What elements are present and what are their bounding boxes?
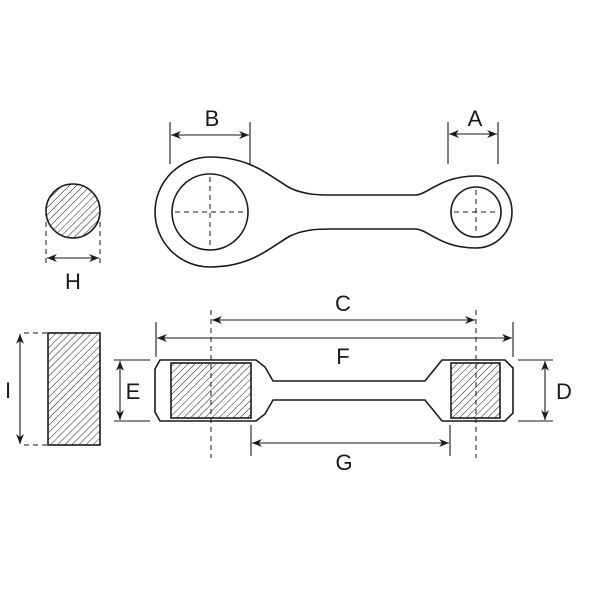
rod-outline: [154, 156, 513, 268]
label-a: A: [468, 106, 483, 131]
big-end-section: [170, 362, 252, 419]
small-end-section: [450, 362, 501, 419]
label-f: F: [336, 344, 349, 369]
rod-width-section: [47, 332, 101, 446]
dimension-b: B: [169, 106, 251, 164]
dimension-d: D: [518, 359, 572, 422]
dimension-e: E: [114, 359, 150, 422]
rod-side-outline: [154, 359, 514, 422]
label-b: B: [205, 106, 220, 131]
label-d: D: [556, 379, 572, 404]
label-c: C: [335, 291, 351, 316]
pin-cross-section: [45, 183, 101, 239]
big-end-bore: [171, 173, 249, 251]
dimension-c: C: [212, 291, 475, 324]
label-i: I: [5, 378, 11, 403]
rod-side-view: [154, 310, 514, 458]
label-e: E: [126, 379, 141, 404]
dimension-a: A: [447, 106, 499, 164]
label-g: G: [335, 450, 352, 475]
width-section-i: I: [5, 332, 101, 446]
pin-section-h: H: [45, 183, 101, 294]
small-end-bore: [450, 186, 502, 238]
rod-top-view: [154, 156, 513, 268]
dimension-g: G: [250, 425, 451, 475]
label-h: H: [65, 269, 81, 294]
dimension-f: F: [155, 322, 514, 369]
